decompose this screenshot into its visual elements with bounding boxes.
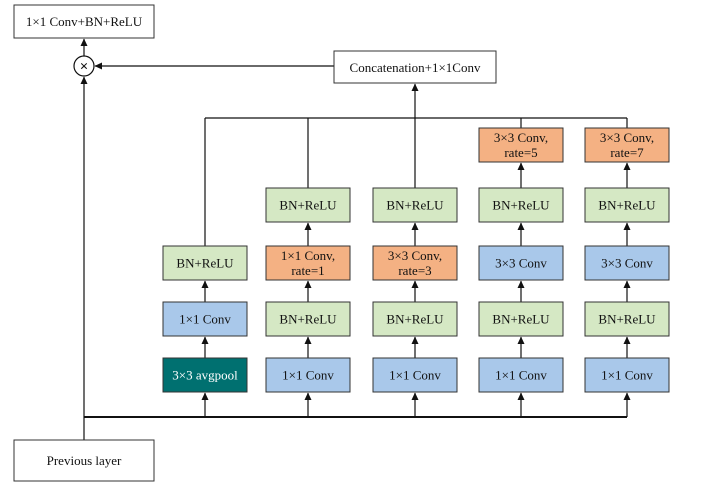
block-box [265,245,351,281]
block-label: 1×1 Conv [282,368,334,383]
branch-4-block-4: BN+ReLU [478,187,564,223]
block-box [265,301,351,337]
block-label: 3×3 avgpool [172,368,238,383]
block-label: rate=5 [504,145,537,160]
block-box [265,187,351,223]
block-box [372,301,458,337]
block-label: 1×1 Conv [495,368,547,383]
concat-block [333,50,497,84]
branch-2-block-2: BN+ReLU [265,301,351,337]
block-label: BN+ReLU [492,198,550,213]
block-box [372,245,458,281]
block-label: 3×3 Conv, [494,130,548,145]
branch-blocks: 3×3 avgpool 1×1 Conv BN+ReLU 1×1 Conv BN+ReL… [162,127,670,393]
branch-4-block-2: BN+ReLU [478,301,564,337]
concat-label: Concatenation+1×1Conv [350,60,481,75]
branch-2-block-3: 1×1 Conv,rate=1 [265,245,351,281]
branch-5-block-2: BN+ReLU [584,301,670,337]
block-box [584,301,670,337]
block-label: BN+ReLU [279,198,337,213]
block-box [584,187,670,223]
block-label: BN+ReLU [386,312,444,327]
block-box [372,357,458,393]
branch-3-block-2: BN+ReLU [372,301,458,337]
branch-3-block-1: 1×1 Conv [372,357,458,393]
branch-2-block-4: BN+ReLU [265,187,351,223]
multiply-node [73,55,95,77]
block-label: rate=7 [610,145,644,160]
block-label: BN+ReLU [279,312,337,327]
top-conv-label: 1×1 Conv+BN+ReLU [26,14,143,29]
branch-3-block-4: BN+ReLU [372,187,458,223]
block-box [265,357,351,393]
branch-1-block-1: 3×3 avgpool [162,357,248,393]
block-label: 3×3 Conv, [600,130,654,145]
block-label: 1×1 Conv, [281,248,335,263]
block-box [478,245,564,281]
branch-4-block-1: 1×1 Conv [478,357,564,393]
previous-layer-label: Previous layer [47,453,122,468]
previous-layer-block [13,439,155,482]
block-box [584,245,670,281]
branch-4-block-5: 3×3 Conv,rate=5 [478,127,564,163]
branch-1-block-3: BN+ReLU [162,245,248,281]
block-label: 3×3 Conv [601,256,653,271]
branch-2-block-1: 1×1 Conv [265,357,351,393]
block-box [584,127,670,163]
block-box [372,187,458,223]
branch-3-block-3: 3×3 Conv,rate=3 [372,245,458,281]
connection-lines [80,38,631,440]
top-conv-block [13,4,155,39]
branch-5-block-4: BN+ReLU [584,187,670,223]
block-label: BN+ReLU [492,312,550,327]
branch-1-block-2: 1×1 Conv [162,301,248,337]
branch-5-block-3: 3×3 Conv [584,245,670,281]
block-box [478,187,564,223]
block-label: BN+ReLU [598,198,656,213]
block-box [584,357,670,393]
branch-4-block-3: 3×3 Conv [478,245,564,281]
block-label: rate=3 [398,263,431,278]
block-box [162,245,248,281]
block-label: 3×3 Conv, [388,248,442,263]
branch-5-block-1: 1×1 Conv [584,357,670,393]
block-box [478,127,564,163]
block-label: BN+ReLU [386,198,444,213]
block-label: BN+ReLU [176,256,234,271]
block-label: 1×1 Conv [389,368,441,383]
block-label: rate=1 [291,263,324,278]
multiply-symbol: × [80,59,89,75]
block-box [478,301,564,337]
block-label: 1×1 Conv [179,312,231,327]
block-box [162,301,248,337]
block-box [478,357,564,393]
block-label: 1×1 Conv [601,368,653,383]
block-box [162,357,248,393]
block-label: 3×3 Conv [495,256,547,271]
block-label: BN+ReLU [598,312,656,327]
branch-5-block-5: 3×3 Conv,rate=7 [584,127,670,163]
